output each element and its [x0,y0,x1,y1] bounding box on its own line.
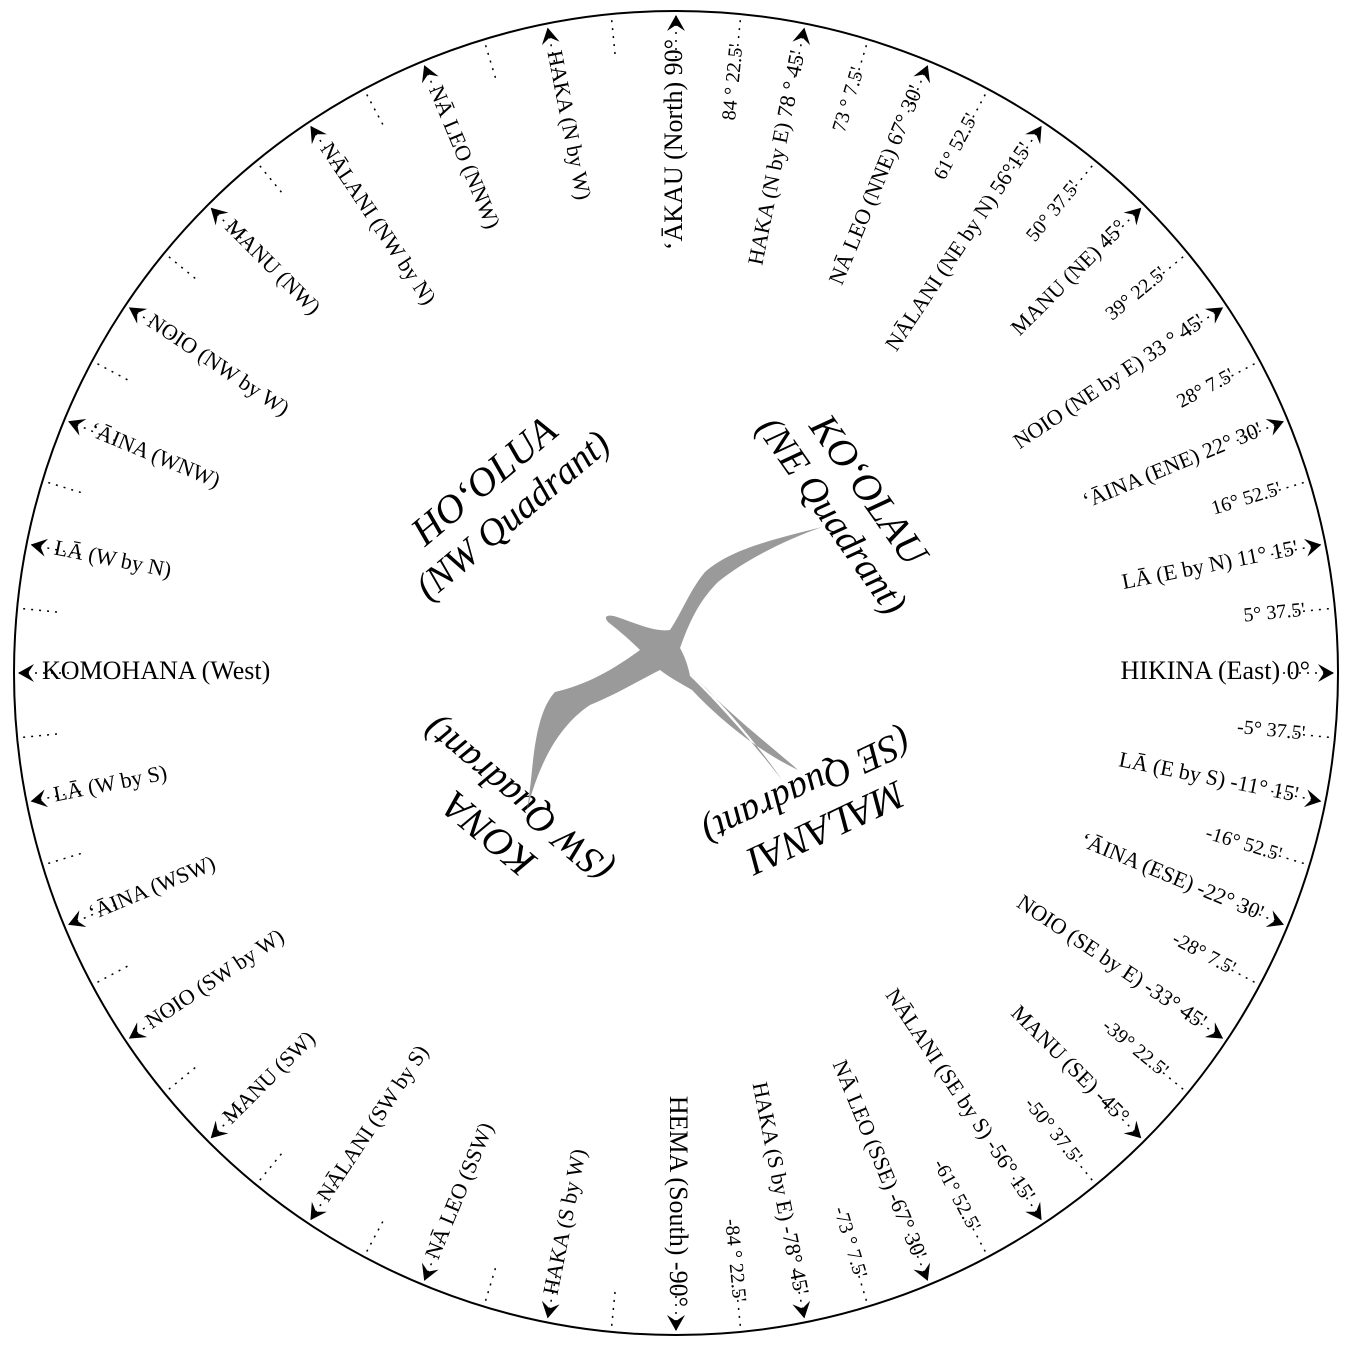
cardinal-south: HEMA (South) -90° [664,1096,693,1307]
cardinal-west: KOMOHANA (West) [42,656,270,685]
cardinal-east: HIKINA (East) 0° [1121,656,1310,685]
cardinal-north: ʻĀKAU (North) 90° [659,39,688,250]
